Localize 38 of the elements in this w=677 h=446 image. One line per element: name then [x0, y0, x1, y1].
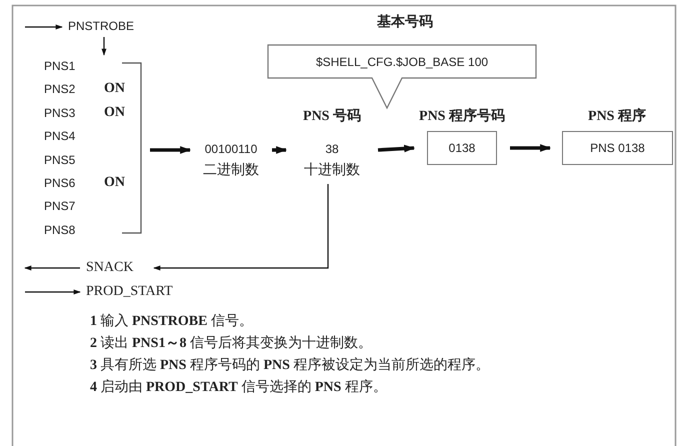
signal-name: PROD_START [86, 285, 173, 299]
number-box: PNS 0138 [562, 131, 673, 165]
arrow [378, 144, 416, 152]
signal-name: PNS3 [44, 106, 76, 119]
number-box: 0138 [427, 131, 497, 165]
decimal-value: 38 [325, 143, 339, 155]
arrow [102, 37, 106, 56]
signal-name: PNS7 [44, 200, 76, 212]
signal-state: ON [104, 176, 125, 190]
step-note: 1 输入 PNSTROBE 信号。 [90, 315, 253, 329]
arrow [25, 24, 63, 30]
signal-name: PNS8 [44, 224, 76, 236]
arrow [24, 266, 80, 270]
signal-name: PNS4 [44, 130, 76, 142]
arrow [510, 144, 552, 152]
signal-name: SNACK [86, 261, 134, 275]
signal-name: PNS1 [44, 60, 76, 72]
arrow [272, 146, 288, 154]
arrow [150, 146, 192, 154]
signal-name: PNSTROBE [68, 20, 134, 32]
signal-name: PNS6 [44, 177, 76, 189]
signal-name: PNS5 [44, 154, 76, 166]
binary-value: 00100110 [204, 143, 258, 155]
callout-heading: 基本号码 [377, 16, 433, 30]
step-note: 4 启动由 PROD_START 信号选择的 PNS 程序。 [90, 381, 387, 395]
signal-name: PNS2 [44, 83, 76, 96]
signal-state: ON [104, 82, 125, 96]
signal-state: ON [104, 106, 125, 120]
step-note: 3 具有所选 PNS 程序号码的 PNS 程序被设定为当前所选的程序。 [90, 359, 490, 373]
box-heading: PNS 程序 [588, 110, 646, 124]
step-note: 2 读出 PNS1～8 信号后将其变换为十进制数。 [90, 337, 372, 351]
box-heading: PNS 程序号码 [419, 110, 505, 124]
arrow [25, 290, 81, 294]
callout-text: $SHELL_CFG.$JOB_BASE 100 [316, 56, 488, 68]
column-heading: PNS 号码 [303, 110, 361, 124]
value-caption: 十进制数 [304, 164, 360, 178]
value-caption: 二进制数 [203, 164, 259, 178]
arrow [153, 184, 329, 270]
